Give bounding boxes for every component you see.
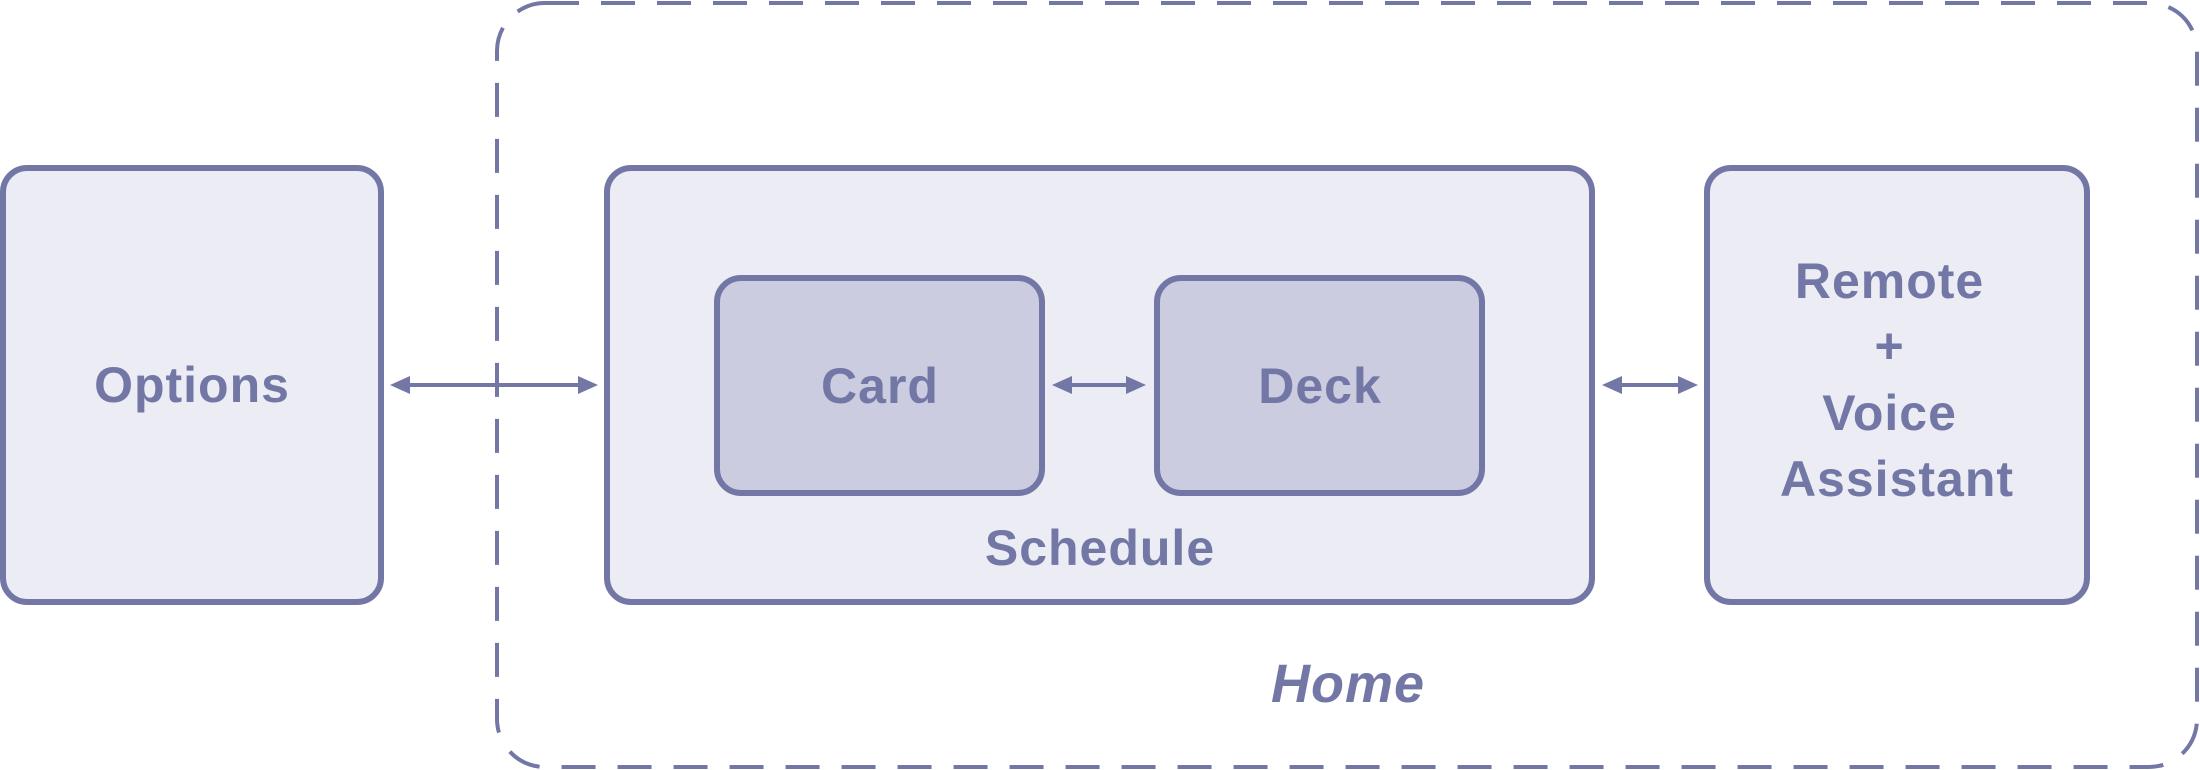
arrowhead-left — [1602, 376, 1622, 394]
card-node: Card — [714, 275, 1045, 496]
remote-voice-label: Remote + Voice Assistant — [1780, 253, 2014, 507]
remote-label-line: Remote — [1795, 253, 1984, 309]
assistant-label-line: Assistant — [1780, 451, 2014, 507]
options-schedule-connector — [390, 376, 598, 394]
deck-node: Deck — [1154, 275, 1485, 496]
home-label: Home — [1271, 654, 1425, 714]
card-label: Card — [821, 358, 939, 414]
options-label: Options — [94, 357, 290, 413]
deck-label: Deck — [1258, 358, 1382, 414]
arrowhead-right — [578, 376, 598, 394]
schedule-label: Schedule — [985, 520, 1215, 576]
card-deck-connector — [1052, 376, 1146, 394]
arrowhead-right — [1678, 376, 1698, 394]
remote-voice-node: Remote + Voice Assistant — [1704, 165, 2090, 605]
arrowhead-left — [1052, 376, 1072, 394]
voice-label-line: Voice — [1822, 385, 1957, 441]
arrowhead-left — [390, 376, 410, 394]
schedule-remote-connector — [1602, 376, 1698, 394]
plus-label-line: + — [1874, 318, 1904, 374]
arrowhead-right — [1126, 376, 1146, 394]
options-node: Options — [0, 165, 384, 605]
